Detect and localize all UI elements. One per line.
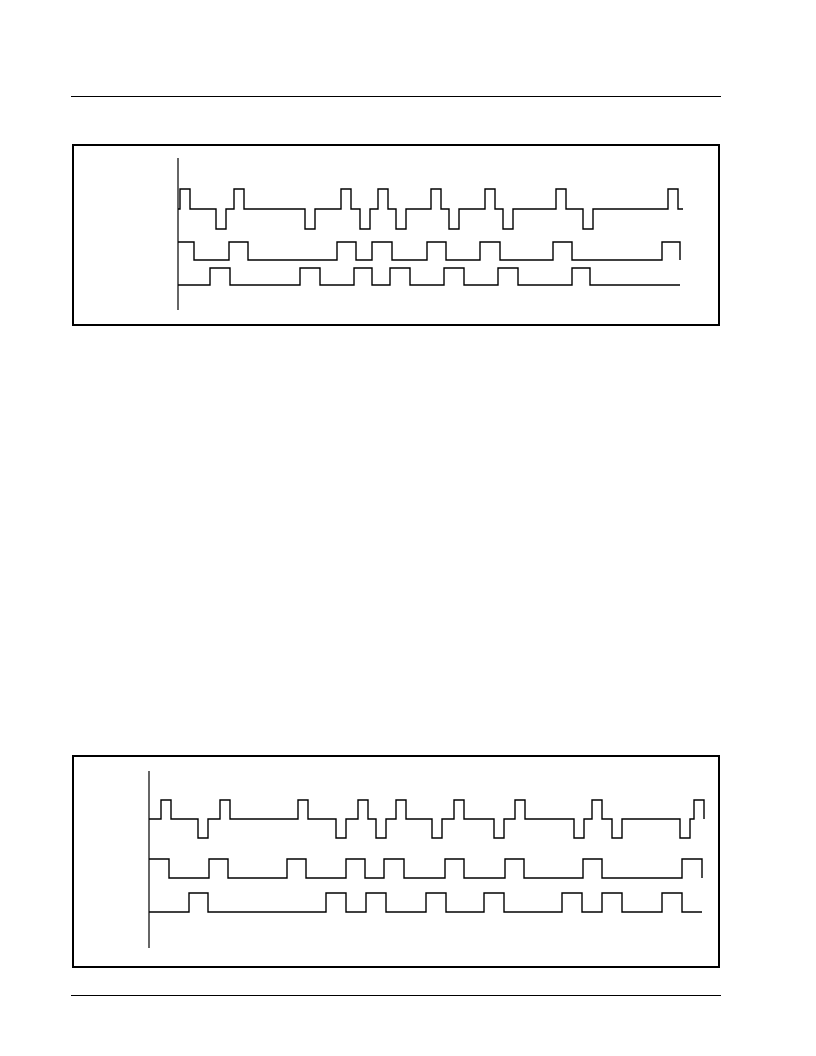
waveform-positive bbox=[178, 241, 681, 261]
timing-diagram-2-svg bbox=[148, 771, 705, 948]
waveform-negative bbox=[149, 892, 702, 913]
waveform-bipolar bbox=[178, 188, 683, 230]
timing-diagram-1-svg bbox=[177, 158, 683, 310]
waveform-positive bbox=[149, 858, 703, 879]
waveform-negative bbox=[178, 267, 680, 286]
timing-diagram-1 bbox=[72, 144, 720, 326]
timing-diagram-2 bbox=[72, 755, 720, 968]
footer-rule bbox=[71, 995, 721, 996]
header-rule bbox=[71, 96, 721, 97]
waveform-bipolar bbox=[149, 799, 705, 839]
